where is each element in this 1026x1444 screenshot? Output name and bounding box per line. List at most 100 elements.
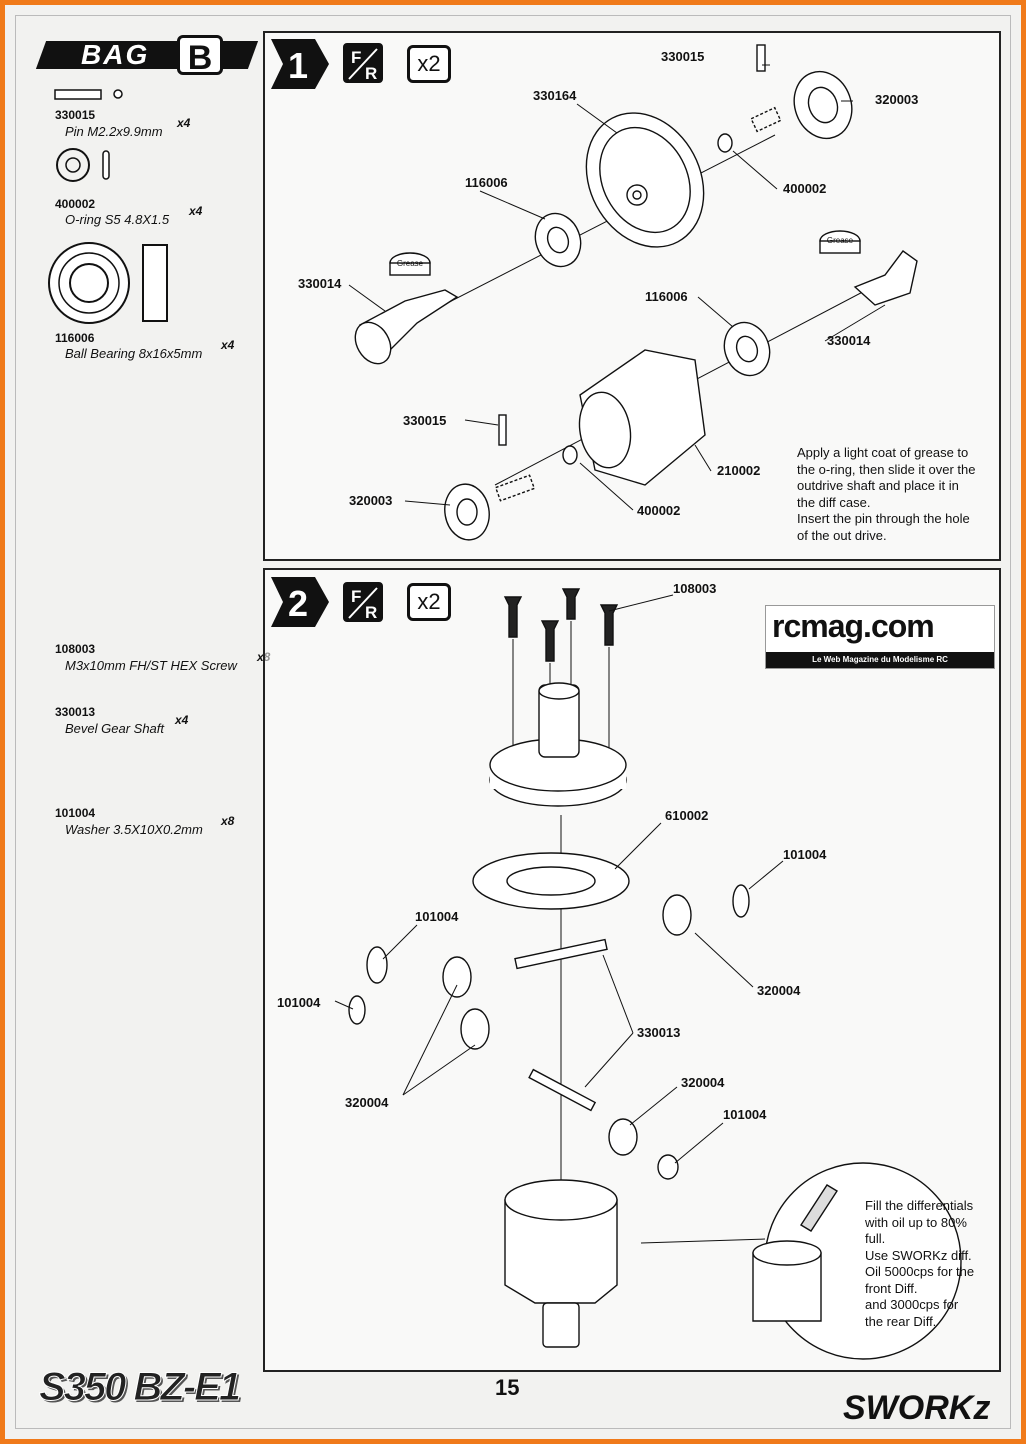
rcmag-watermark: rcmag.com Le Web Magazine du Modelisme R… xyxy=(765,605,995,669)
bag-header: BAG B xyxy=(35,35,261,77)
svg-text:2: 2 xyxy=(288,583,308,624)
step1-note-line: Insert the pin through the hole xyxy=(797,511,970,526)
callout-116006-left: 116006 xyxy=(465,175,508,190)
callout-400002-top: 400002 xyxy=(783,181,827,196)
step2-note-line: Fill the differentials xyxy=(865,1198,974,1213)
svg-text:1: 1 xyxy=(288,45,308,86)
inner-frame xyxy=(15,15,1011,1429)
callout-101004-b: 101004 xyxy=(415,909,459,924)
part-code-400002: 400002 xyxy=(55,197,96,211)
part-name-108003: M3x10mm FH/ST HEX Screw xyxy=(65,658,237,673)
part-name-400002: O-ring S5 4.8X1.5 xyxy=(65,212,170,227)
pin-end-icon xyxy=(113,89,123,99)
washer-101004-a xyxy=(732,884,750,918)
pin-330015-bottom xyxy=(498,414,507,446)
callout-320004-b: 320004 xyxy=(681,1075,725,1090)
o-ring-400002-bottom xyxy=(562,445,578,465)
step2-note-line: Oil 5000cps for the xyxy=(865,1264,975,1279)
page-number: 15 xyxy=(495,1375,520,1400)
part-qty-400002: x4 xyxy=(189,204,203,218)
part-code-330015: 330015 xyxy=(55,108,96,122)
step2-note-line: front Diff. xyxy=(865,1280,918,1296)
part-code-116006: 116006 xyxy=(55,331,95,345)
screw-108003-c xyxy=(540,620,560,662)
part-name-330015: Pin M2.2x9.9mm xyxy=(65,124,163,139)
rcmag-title: rcmag.com xyxy=(772,608,935,644)
bevel-gear-320004-c xyxy=(460,1008,490,1050)
part-qty-116006: x4 xyxy=(221,338,235,352)
o-ring-400002-top xyxy=(717,133,733,153)
parts-icons-step1 xyxy=(48,89,168,324)
step1-note: Apply a light coat of grease to the o-ri… xyxy=(797,445,993,544)
callout-330014-left: 330014 xyxy=(298,276,342,291)
brand-logo: SWORKz xyxy=(843,1389,991,1427)
bag-label: BAG xyxy=(81,39,150,70)
callout-320003-bottom: 320003 xyxy=(349,493,393,508)
washer-101004-d xyxy=(657,1154,679,1180)
model-logo: S350 BZ-E1 xyxy=(38,1365,241,1410)
oil-bottle-icon xyxy=(800,1184,838,1232)
svg-text:R: R xyxy=(365,603,377,622)
svg-text:F: F xyxy=(351,48,361,67)
step2-note-line: full. xyxy=(865,1231,886,1246)
bearing-side-icon xyxy=(142,244,168,322)
step1-note-line: Apply a light coat of grease to xyxy=(797,445,969,460)
bevel-gear-320004-a xyxy=(662,894,692,936)
step2-note-line: with oil up to 80% xyxy=(865,1214,967,1230)
callout-320004-a: 320004 xyxy=(757,983,801,998)
pin-330015-top xyxy=(756,44,766,72)
part-code-330013: 330013 xyxy=(55,705,96,719)
svg-text:R: R xyxy=(365,64,377,83)
callout-330013: 330013 xyxy=(637,1025,681,1040)
step1-exploded-drawing: Grease Grease xyxy=(348,44,918,541)
step1-note-line: the diff case. xyxy=(797,494,871,510)
callout-320004-c: 320004 xyxy=(345,1095,389,1110)
part-qty-330015: x4 xyxy=(177,116,191,130)
step2-note-line: Use SWORKz diff. xyxy=(865,1247,972,1263)
rcmag-subtitle: Le Web Magazine du Modelisme RC xyxy=(766,652,994,668)
callout-101004-c: 101004 xyxy=(277,995,321,1010)
callout-210002: 210002 xyxy=(717,463,761,478)
svg-text:Grease: Grease xyxy=(827,236,854,245)
step2-exploded-drawing xyxy=(334,588,962,1360)
callout-108003: 108003 xyxy=(673,581,717,596)
step1-note-line: outdrive shaft and place it in xyxy=(797,478,959,493)
bevel-gear-320004-d xyxy=(608,1118,638,1156)
step1-badge: 1 xyxy=(271,39,329,89)
washer-101004-b xyxy=(366,946,388,984)
step1-multiplier: x2 xyxy=(407,45,451,83)
step2-note: Fill the differentials with oil up to 80… xyxy=(865,1198,995,1330)
screw-108003-b xyxy=(561,588,581,620)
part-qty-330013: x4 xyxy=(175,713,189,727)
callout-330014-right: 330014 xyxy=(827,333,871,348)
part-code-101004: 101004 xyxy=(55,806,96,820)
step2-note-line: the rear Diff. xyxy=(865,1313,937,1329)
o-ring-icon xyxy=(56,148,90,182)
part-code-108003: 108003 xyxy=(55,642,96,656)
part-name-101004: Washer 3.5X10X0.2mm xyxy=(65,822,203,837)
step2-multiplier: x2 xyxy=(407,583,451,621)
callout-330015-bottom: 330015 xyxy=(403,413,447,428)
screw-108003-d xyxy=(599,604,619,646)
callout-610002: 610002 xyxy=(665,808,709,823)
callout-116006-right: 116006 xyxy=(645,289,688,304)
washer-101004-c xyxy=(348,995,366,1025)
callout-400002-bottom: 400002 xyxy=(637,503,681,518)
step2-note-line: and 3000cps for xyxy=(865,1297,959,1312)
step2-badge: 2 xyxy=(271,577,329,627)
bevel-gear-320004-b xyxy=(442,956,472,998)
step1-note-line: the o-ring, then slide it over the xyxy=(797,461,976,477)
callout-330164: 330164 xyxy=(533,88,577,103)
part-name-330013: Bevel Gear Shaft xyxy=(65,721,164,736)
part-qty-101004: x8 xyxy=(221,814,235,828)
outdrive-330014-right xyxy=(853,250,918,306)
bevel-gear-shaft-330013-a xyxy=(514,938,608,970)
part-name-116006: Ball Bearing 8x16x5mm xyxy=(65,346,203,361)
callout-330015-top: 330015 xyxy=(661,49,705,64)
step1-note-line: of the out drive. xyxy=(797,527,887,543)
o-ring-side-icon xyxy=(102,150,110,180)
callout-101004-d: 101004 xyxy=(723,1107,767,1122)
